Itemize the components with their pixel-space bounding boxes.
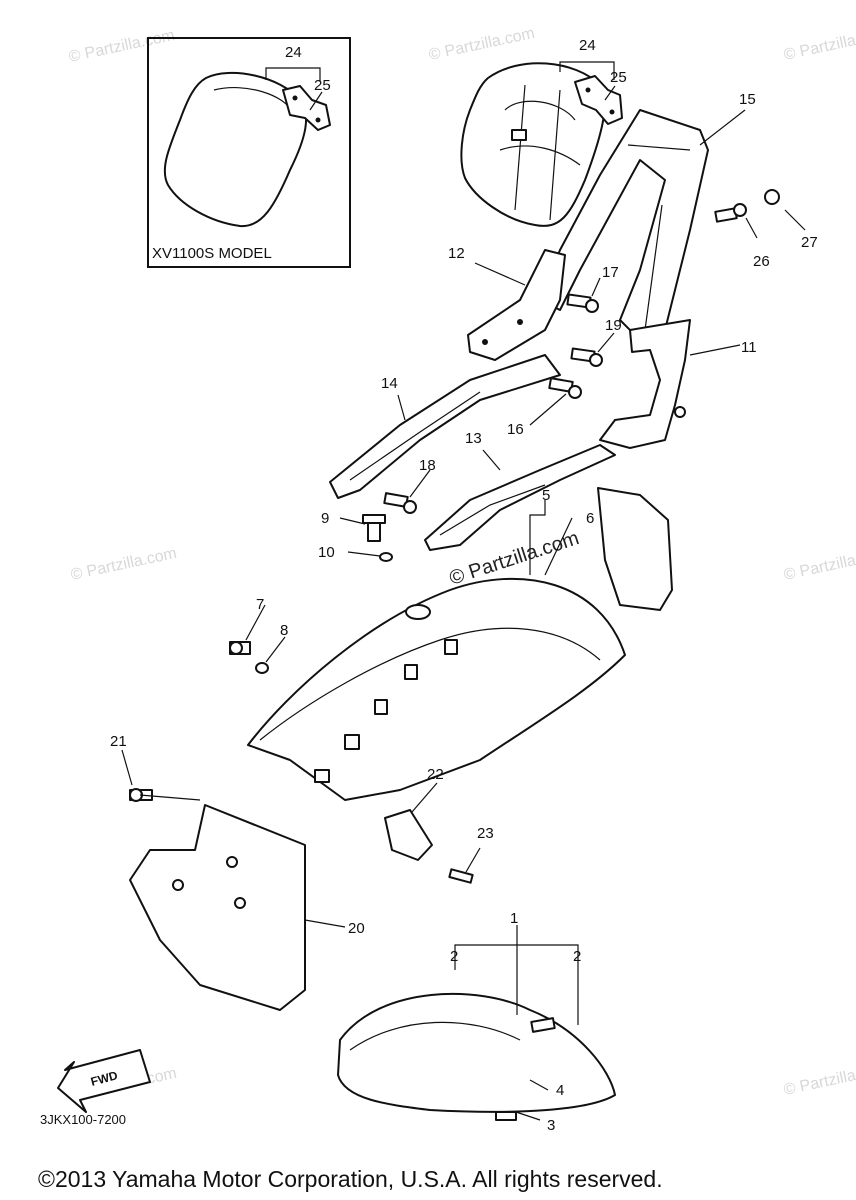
callout-9: 9 <box>321 510 329 527</box>
callout-26: 26 <box>753 253 770 270</box>
inset-leader-24 <box>265 67 321 82</box>
plate-11 <box>599 319 691 449</box>
inset-frame <box>147 37 351 268</box>
callout-23: 23 <box>477 825 494 842</box>
leader-lines <box>121 109 806 1121</box>
callout-21: 21 <box>110 733 127 750</box>
bracket-22 <box>384 809 433 861</box>
callout-19: 19 <box>605 317 622 334</box>
washer-8 <box>255 662 269 674</box>
callout-25: 25 <box>610 69 627 86</box>
bolt-19 <box>570 347 603 367</box>
callout-16: 16 <box>507 421 524 438</box>
watermark: © Partzilla.com <box>782 1060 856 1099</box>
callout-15: 15 <box>739 91 756 108</box>
fender-20 <box>129 804 306 1011</box>
bolt-17 <box>566 293 599 313</box>
inset-model-label: XV1100S MODEL <box>152 245 272 262</box>
bolt-16 <box>548 377 582 399</box>
callout-3: 3 <box>547 1117 555 1134</box>
stay-14 <box>329 354 561 499</box>
washer-10 <box>379 552 393 562</box>
backrest-bracket <box>574 75 623 125</box>
callout-18: 18 <box>419 457 436 474</box>
callout-1: 1 <box>510 910 518 927</box>
callout-2-right: 2 <box>573 948 581 965</box>
bolt-7 <box>229 641 251 655</box>
callout-8: 8 <box>280 622 288 639</box>
callout-20: 20 <box>348 920 365 937</box>
watermark: © Partzilla.com <box>782 25 856 64</box>
callout-17: 17 <box>602 264 619 281</box>
callout-22: 22 <box>427 766 444 783</box>
callout-12: 12 <box>448 245 465 262</box>
inset-bracket <box>282 85 331 131</box>
bolt-18 <box>383 492 417 514</box>
callout-27: 27 <box>801 234 818 251</box>
callout-7: 7 <box>256 596 264 613</box>
callout-10: 10 <box>318 544 335 561</box>
bolt-23 <box>448 868 474 884</box>
watermark: © Partzilla.com <box>782 545 856 584</box>
bolt-9 <box>362 514 386 542</box>
callouts: 24 25 24 25 15 26 27 12 17 19 11 14 16 1… <box>110 37 818 1134</box>
bolt-27 <box>764 189 780 205</box>
callout-4: 4 <box>556 1082 564 1099</box>
bolt-26 <box>714 203 747 223</box>
leader-24 <box>559 61 615 80</box>
watermark: © Partzilla.com <box>69 545 178 584</box>
copyright-notice: ©2013 Yamaha Motor Corporation, U.S.A. A… <box>38 1166 663 1192</box>
callout-24: 24 <box>579 37 596 54</box>
fwd-arrow-icon: FWD <box>57 1049 151 1113</box>
callout-11: 11 <box>741 339 757 356</box>
callout-5: 5 <box>542 487 550 504</box>
plate-12 <box>467 249 566 361</box>
leader-25 <box>604 85 616 101</box>
front-fender <box>337 992 616 1113</box>
callout-25-inset: 25 <box>314 77 331 94</box>
callout-6: 6 <box>586 510 594 527</box>
diagram-code: 3JKX100-7200 <box>40 1112 127 1127</box>
plate-6 <box>597 487 673 611</box>
stay-13 <box>424 444 616 551</box>
callout-13: 13 <box>465 430 482 447</box>
watermark: © Partzilla.com <box>427 25 536 64</box>
inset-leader-25 <box>309 91 323 111</box>
callout-2-left: 2 <box>450 948 458 965</box>
rear-fender <box>247 577 626 801</box>
fwd-label: FWD <box>89 1068 119 1089</box>
callout-24-inset: 24 <box>285 44 302 61</box>
watermark: © Partzilla.com <box>67 27 176 66</box>
callout-14: 14 <box>381 375 398 392</box>
